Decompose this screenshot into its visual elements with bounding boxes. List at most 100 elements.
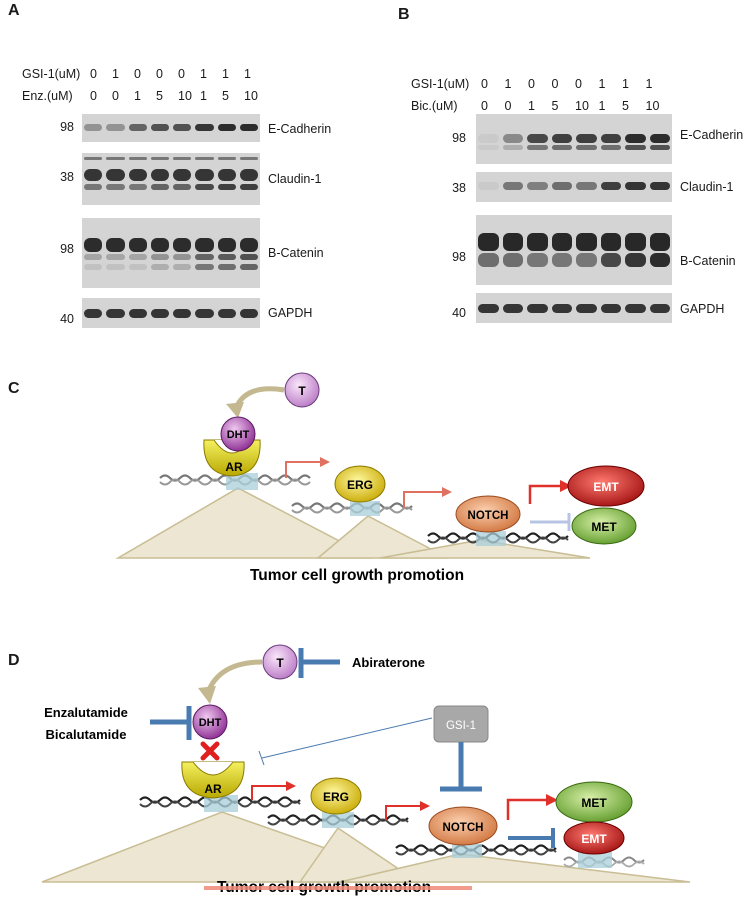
lane-value: 0 — [481, 99, 488, 113]
blot-band — [502, 145, 523, 150]
panel-b-mw-bcat: 98 — [452, 250, 466, 264]
panel-a-blot-gapdh — [82, 298, 260, 328]
lane-value: 1 — [622, 77, 629, 91]
blot-band — [600, 145, 621, 150]
panel-d-diagram: T Abiraterone DHT Enzalutamide Bicalutam… — [41, 644, 691, 896]
c-notch-node — [455, 495, 521, 533]
panel-b-bic-label: Bic.(uM) — [411, 99, 458, 113]
blot-band — [551, 233, 572, 251]
blot-band — [576, 253, 597, 267]
lane-value: 1 — [200, 67, 207, 81]
blot-band — [195, 169, 214, 181]
d-notch-node — [428, 806, 498, 846]
c-erg-arrow — [403, 491, 442, 508]
blot-band — [527, 182, 548, 190]
lane-value: 0 — [112, 89, 119, 103]
d-emt-node — [563, 821, 625, 855]
blot-band — [128, 238, 147, 252]
blot-band — [502, 253, 523, 267]
blot-band — [649, 182, 670, 190]
blot-band — [625, 134, 646, 143]
blot-band — [576, 134, 597, 143]
blot-band — [128, 309, 147, 318]
blot-band — [217, 254, 236, 260]
d-ar-arrow — [251, 785, 286, 800]
blot-band — [128, 157, 147, 160]
panel-a-mw-claudin: 38 — [60, 170, 74, 184]
blot-band — [502, 134, 523, 143]
lane-value: 10 — [645, 99, 660, 113]
lane-value: 1 — [598, 99, 606, 113]
blot-band — [128, 254, 147, 260]
blot-band — [649, 134, 670, 143]
blot-band — [128, 184, 147, 190]
blot-band — [551, 304, 572, 313]
blot-band — [84, 238, 103, 252]
blot-band — [106, 157, 125, 160]
blot-band — [106, 309, 125, 318]
panel-a-name-gapdh: GAPDH — [268, 306, 313, 320]
panel-b-blot-ecadherin — [476, 114, 672, 164]
lane-value: 10 — [244, 89, 258, 103]
d-t-arrow — [205, 659, 263, 694]
panel-c-letter: C — [8, 380, 20, 397]
blot-band — [173, 238, 192, 252]
panel-a-blot-claudin — [82, 153, 260, 205]
lane-value: 1 — [134, 89, 141, 103]
blot-band — [217, 309, 236, 318]
c-dht-label: DHT — [227, 429, 250, 441]
panel-b-name-claudin: Claudin-1 — [680, 180, 734, 194]
blot-band — [600, 134, 621, 143]
blot-band — [502, 304, 523, 313]
blot-band — [625, 233, 646, 251]
blot-band — [551, 145, 572, 150]
d-erg-site — [322, 812, 354, 828]
blot-band — [625, 145, 646, 150]
lane-value: 10 — [575, 99, 589, 113]
c-triangle-3 — [379, 539, 591, 559]
blot-band — [106, 169, 125, 181]
blot-band — [106, 254, 125, 260]
blot-band — [649, 145, 670, 150]
c-t-arrow — [233, 386, 285, 410]
blot-band — [84, 157, 103, 160]
d-met-label: MET — [581, 796, 607, 810]
lane-value: 1 — [112, 67, 119, 81]
panel-b-letter: B — [398, 6, 410, 23]
panel-b-name-ecad: E-Cadherin — [680, 128, 744, 142]
blot-band — [106, 238, 125, 252]
blot-band — [195, 157, 214, 160]
lane-value: 5 — [222, 89, 229, 103]
blot-band — [502, 182, 523, 190]
blot-band — [625, 182, 646, 190]
lane-value: 0 — [504, 99, 512, 113]
blot-band — [173, 264, 192, 270]
panel-b-blot-claudin — [476, 172, 672, 202]
blot-band — [600, 253, 621, 267]
c-t-label: T — [298, 384, 306, 398]
lane-value: 0 — [156, 67, 163, 81]
blot-band — [128, 264, 147, 270]
blot-band — [84, 124, 103, 131]
blot-band — [217, 264, 236, 270]
blot-band — [239, 264, 258, 270]
c-ar-arrow — [285, 461, 320, 478]
d-met-arrow — [506, 798, 546, 820]
blot-band — [600, 304, 621, 313]
blot-band — [239, 238, 258, 252]
c-emt-arrow — [528, 484, 560, 504]
lane-value: 1 — [528, 99, 535, 113]
d-t-node — [262, 644, 298, 680]
c-dht-node — [220, 416, 256, 452]
lane-value: 0 — [528, 77, 535, 91]
blot-band — [84, 184, 103, 190]
c-met-node — [571, 507, 637, 545]
blot-band — [478, 145, 499, 150]
blot-band — [478, 182, 499, 190]
d-emt-label: EMT — [581, 832, 607, 846]
d-erg-label: ERG — [323, 790, 349, 804]
blot-band — [551, 134, 572, 143]
d-abiraterone-label: Abiraterone — [352, 655, 425, 670]
blot-band — [239, 124, 258, 131]
blot-band — [576, 233, 597, 251]
